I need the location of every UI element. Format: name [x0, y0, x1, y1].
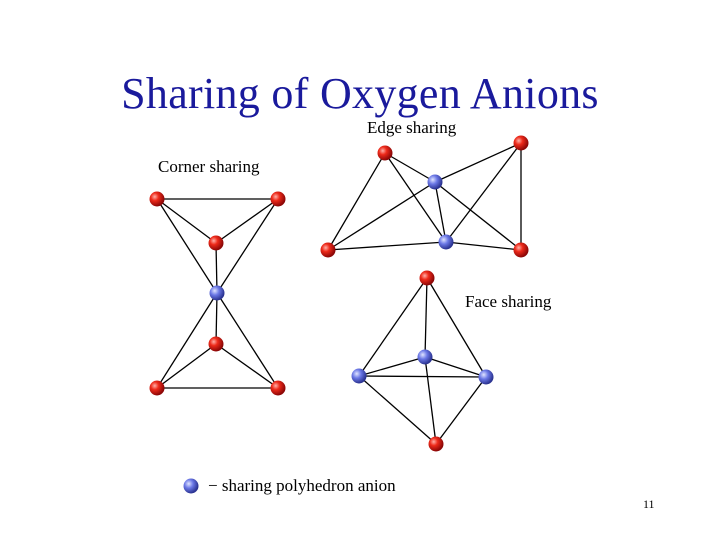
slide-title: Sharing of Oxygen Anions [121, 69, 599, 118]
corner-sharing-label: Corner sharing [158, 157, 260, 176]
corner-sharing-bonds [156, 198, 279, 389]
face-sharing-label: Face sharing [465, 292, 552, 311]
blue-sphere-icon [183, 478, 199, 494]
oxygen-anion [513, 242, 529, 258]
shared-anion [427, 174, 443, 190]
oxygen-anion [208, 235, 224, 251]
oxygen-anion [208, 336, 224, 352]
oxygen-anion [419, 270, 435, 286]
shared-anion [438, 234, 454, 250]
oxygen-anion [149, 191, 165, 207]
oxygen-anion [513, 135, 529, 151]
oxygen-anion [428, 436, 444, 452]
edge-sharing-group [320, 135, 529, 258]
shared-anion [417, 349, 433, 365]
legend: − sharing polyhedron anion [182, 476, 396, 496]
oxygen-anion [320, 242, 336, 258]
shared-anion [478, 369, 494, 385]
shared-anion [351, 368, 367, 384]
legend-text: − sharing polyhedron anion [208, 476, 396, 495]
edge-sharing-label: Edge sharing [367, 118, 457, 137]
oxygen-anion [270, 191, 286, 207]
oxygen-anion [149, 380, 165, 396]
face-sharing-group [351, 270, 494, 452]
shared-anion [209, 285, 225, 301]
corner-sharing-group [149, 191, 286, 396]
edge-sharing-bonds [327, 142, 522, 251]
oxygen-anion [270, 380, 286, 396]
page-number: 11 [643, 497, 655, 511]
face-sharing-bonds [358, 277, 487, 445]
oxygen-anion [377, 145, 393, 161]
